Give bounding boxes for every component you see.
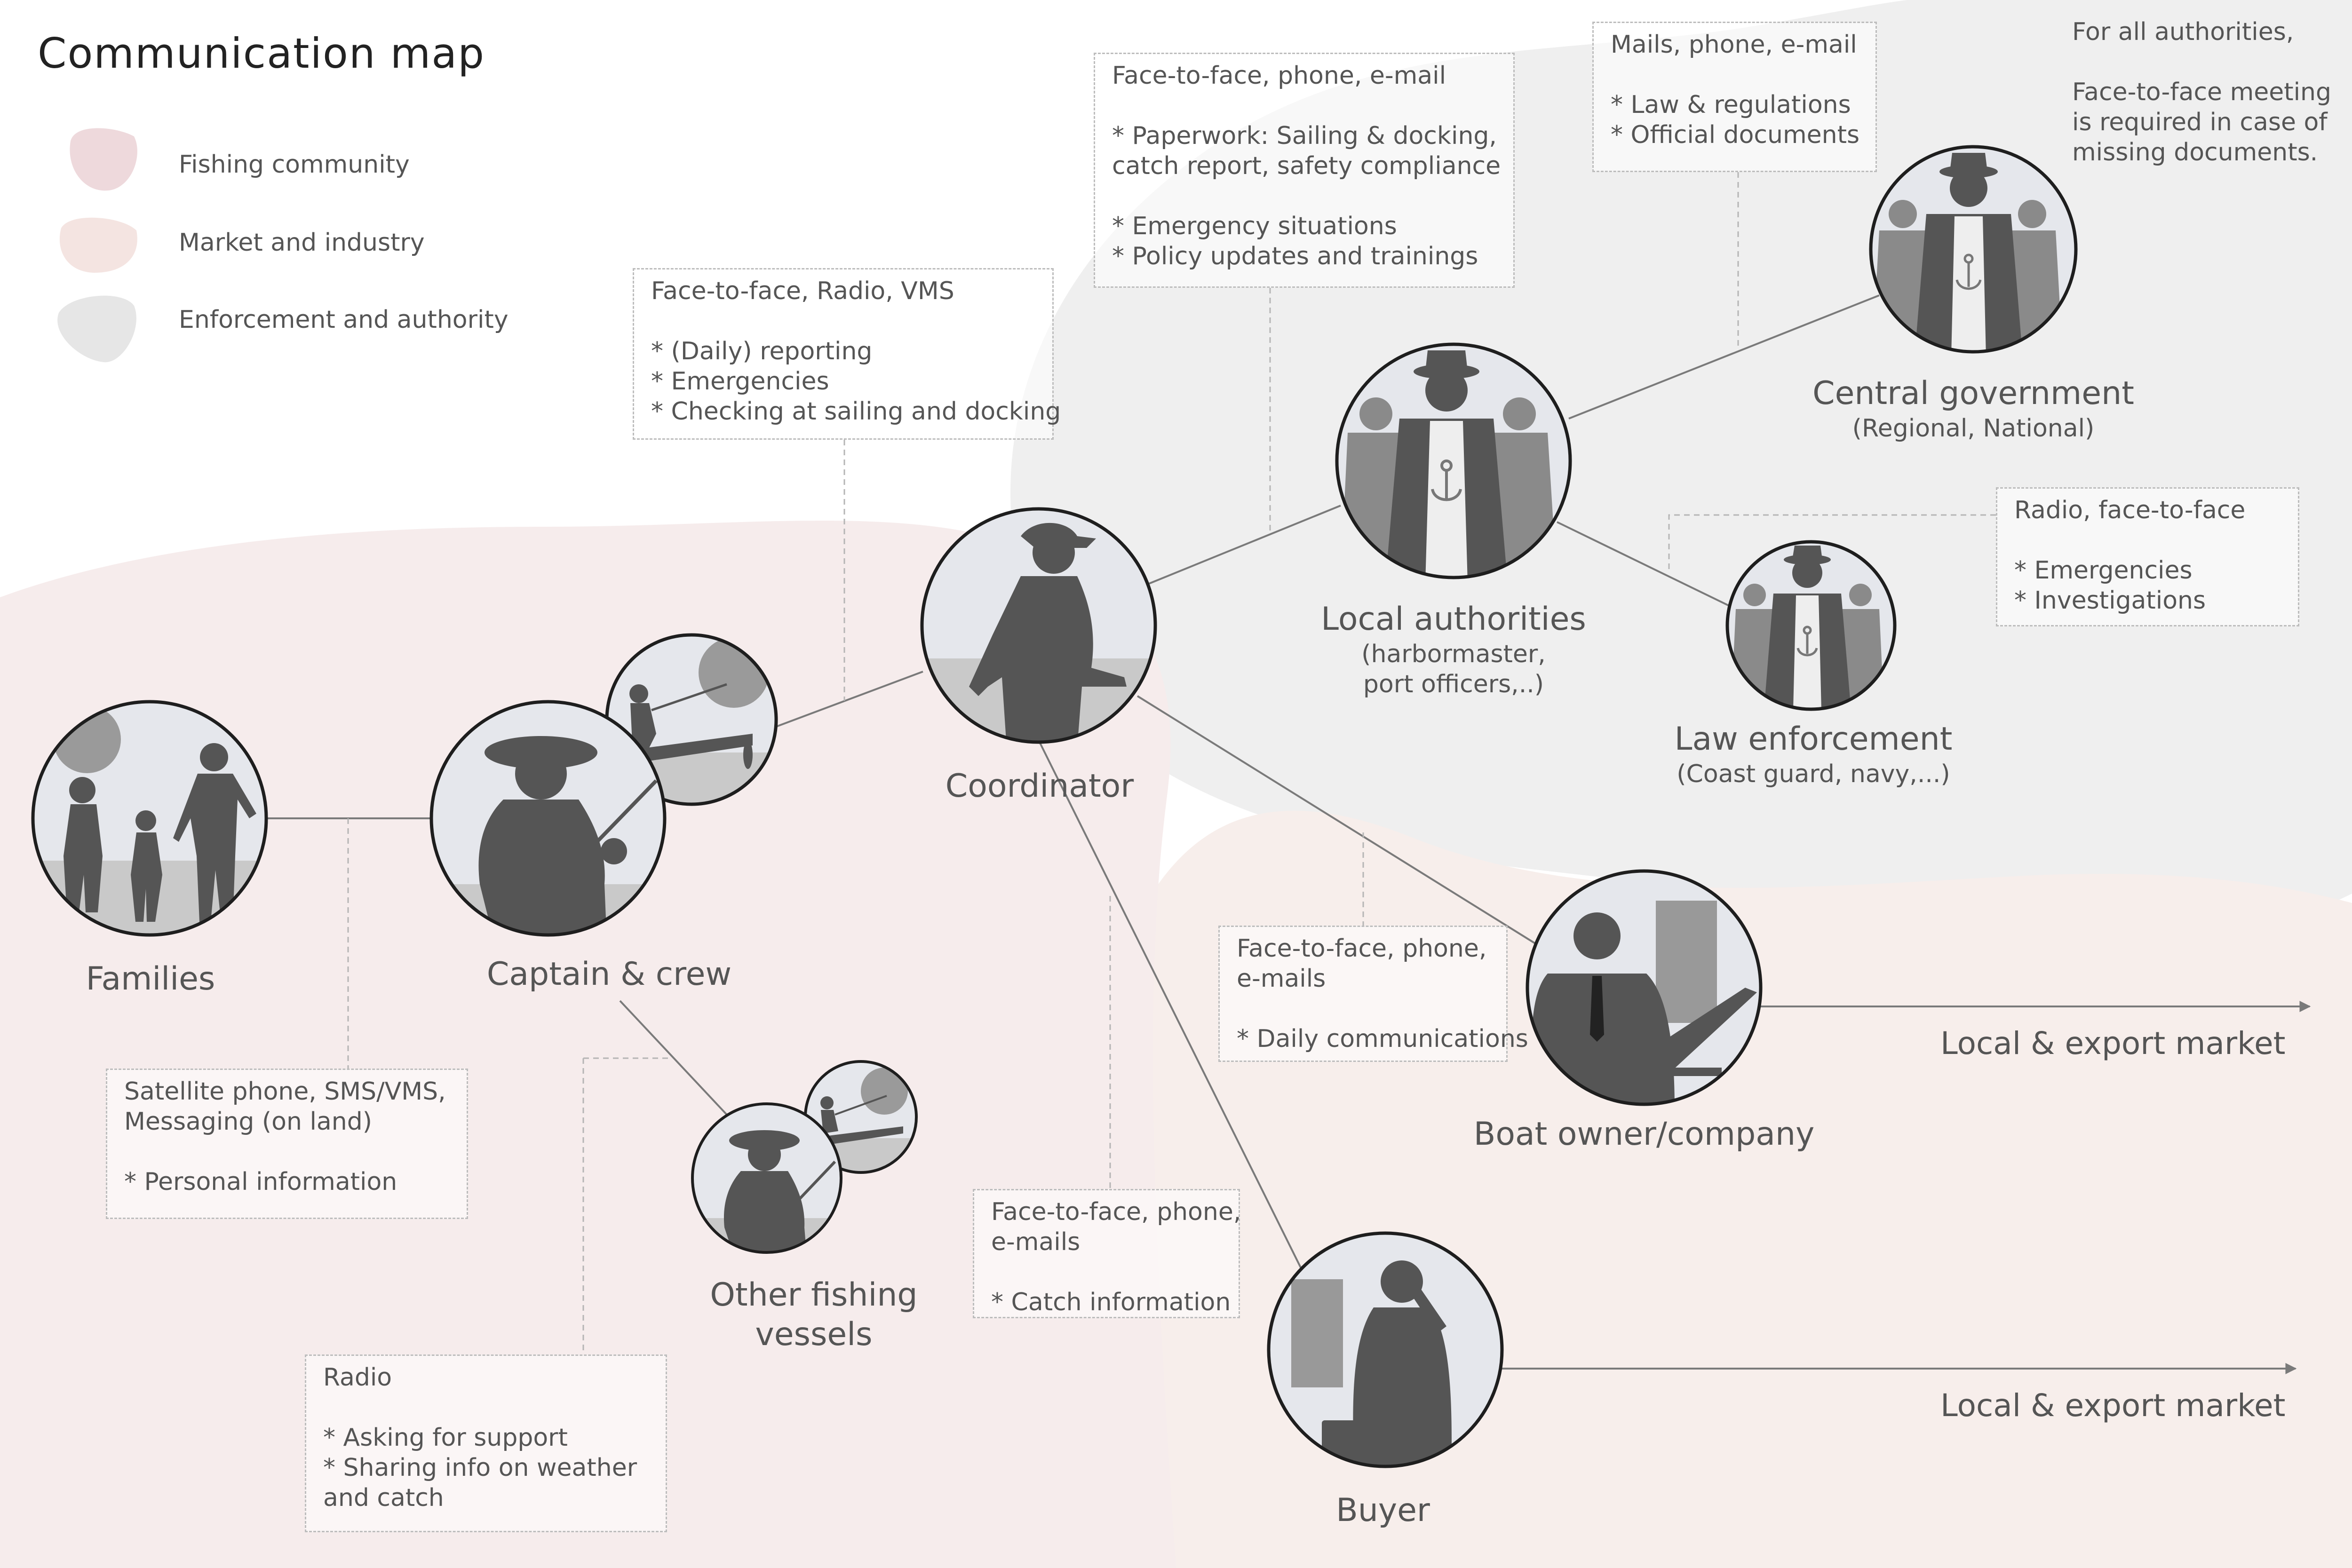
families-label: Families [86,960,215,998]
legend-enforcement-authority: Enforcement and authority [179,306,509,334]
buyer-market-label: Local & export market [1940,1387,2286,1424]
law-enforcement-node[interactable] [1725,540,1897,711]
note-captain-coordinator: Face-to-face, Radio, VMS * (Daily) repor… [633,268,1061,440]
law-enforcement-label: Law enforcement (Coast guard, navy,...) [1674,721,1953,788]
edge-captain-other [619,1000,728,1116]
note-coordinator-owner: Face-to-face, phone, e-mails * Daily com… [1218,926,1528,1062]
edge-captain-coordinator [776,671,923,728]
note-families-captain: Satellite phone, SMS/VMS, Messaging (on … [106,1069,468,1219]
other-vessels-node[interactable] [691,1102,842,1260]
note-coordinator-buyer: Face-to-face, phone, e-mails * Catch inf… [973,1189,1241,1318]
edge-local-central [1568,294,1880,420]
buyer-node[interactable] [1265,1230,1510,1477]
fisherman-silhouette-icon [723,1130,836,1252]
legend-fishing-swatch [70,128,137,191]
captain-dock-node [605,633,778,806]
coordinator-silhouette-icon [969,523,1127,742]
coordinator-node[interactable] [917,503,1162,752]
captain-label: Captain & crew [486,956,732,993]
local-authorities-label: Local authorities (harbormaster, port of… [1321,601,1586,698]
coordinator-label: Coordinator [945,768,1134,805]
leader-law-note [1668,514,1996,571]
page-title: Communication map [38,29,485,78]
other-vessels-label: Other fishing vessels [710,1276,918,1353]
legend-fishing-community: Fishing community [179,150,410,179]
legend-market-swatch [59,217,137,273]
captain-node[interactable] [426,696,670,950]
note-captain-other: Radio * Asking for support * Sharing inf… [305,1354,667,1532]
edge-coordinator-buyer [1039,742,1302,1268]
legend-market-industry: Market and industry [179,229,425,257]
note-coordinator-local: Face-to-face, phone, e-mail * Paperwork:… [1094,53,1515,288]
officials-silhouette-icon [1731,546,1884,709]
family-silhouette-icon [64,743,256,922]
note-local-central: Mails, phone, e-mail * Law & regulations… [1592,22,1877,172]
officials-silhouette-icon [1872,153,2063,352]
boat-owner-node[interactable] [1524,868,1769,1112]
fisherman-silhouette-icon [629,683,753,769]
legend-authority-swatch [57,295,136,363]
fisherman-silhouette-icon [478,736,658,935]
note-local-law: Radio, face-to-face * Emergencies * Inve… [1996,487,2299,626]
fishing-community-area [0,520,1176,1568]
edge-local-law [1557,521,1732,608]
edge-coordinator-local [1147,505,1341,585]
fisherman-silhouette-icon [820,1095,887,1133]
central-government-node[interactable] [1867,143,2079,357]
buyer-label: Buyer [1336,1492,1430,1529]
owner-market-label: Local & export market [1940,1025,2286,1061]
authorities-note: For all authorities, Face-to-face meetin… [2072,18,2332,166]
edge-coordinator-owner [1136,695,1539,946]
central-government-label: Central government (Regional, National) [1812,375,2134,443]
buyer-phone-icon [1322,1260,1452,1466]
boat-owner-label: Boat owner/company [1473,1116,1815,1153]
